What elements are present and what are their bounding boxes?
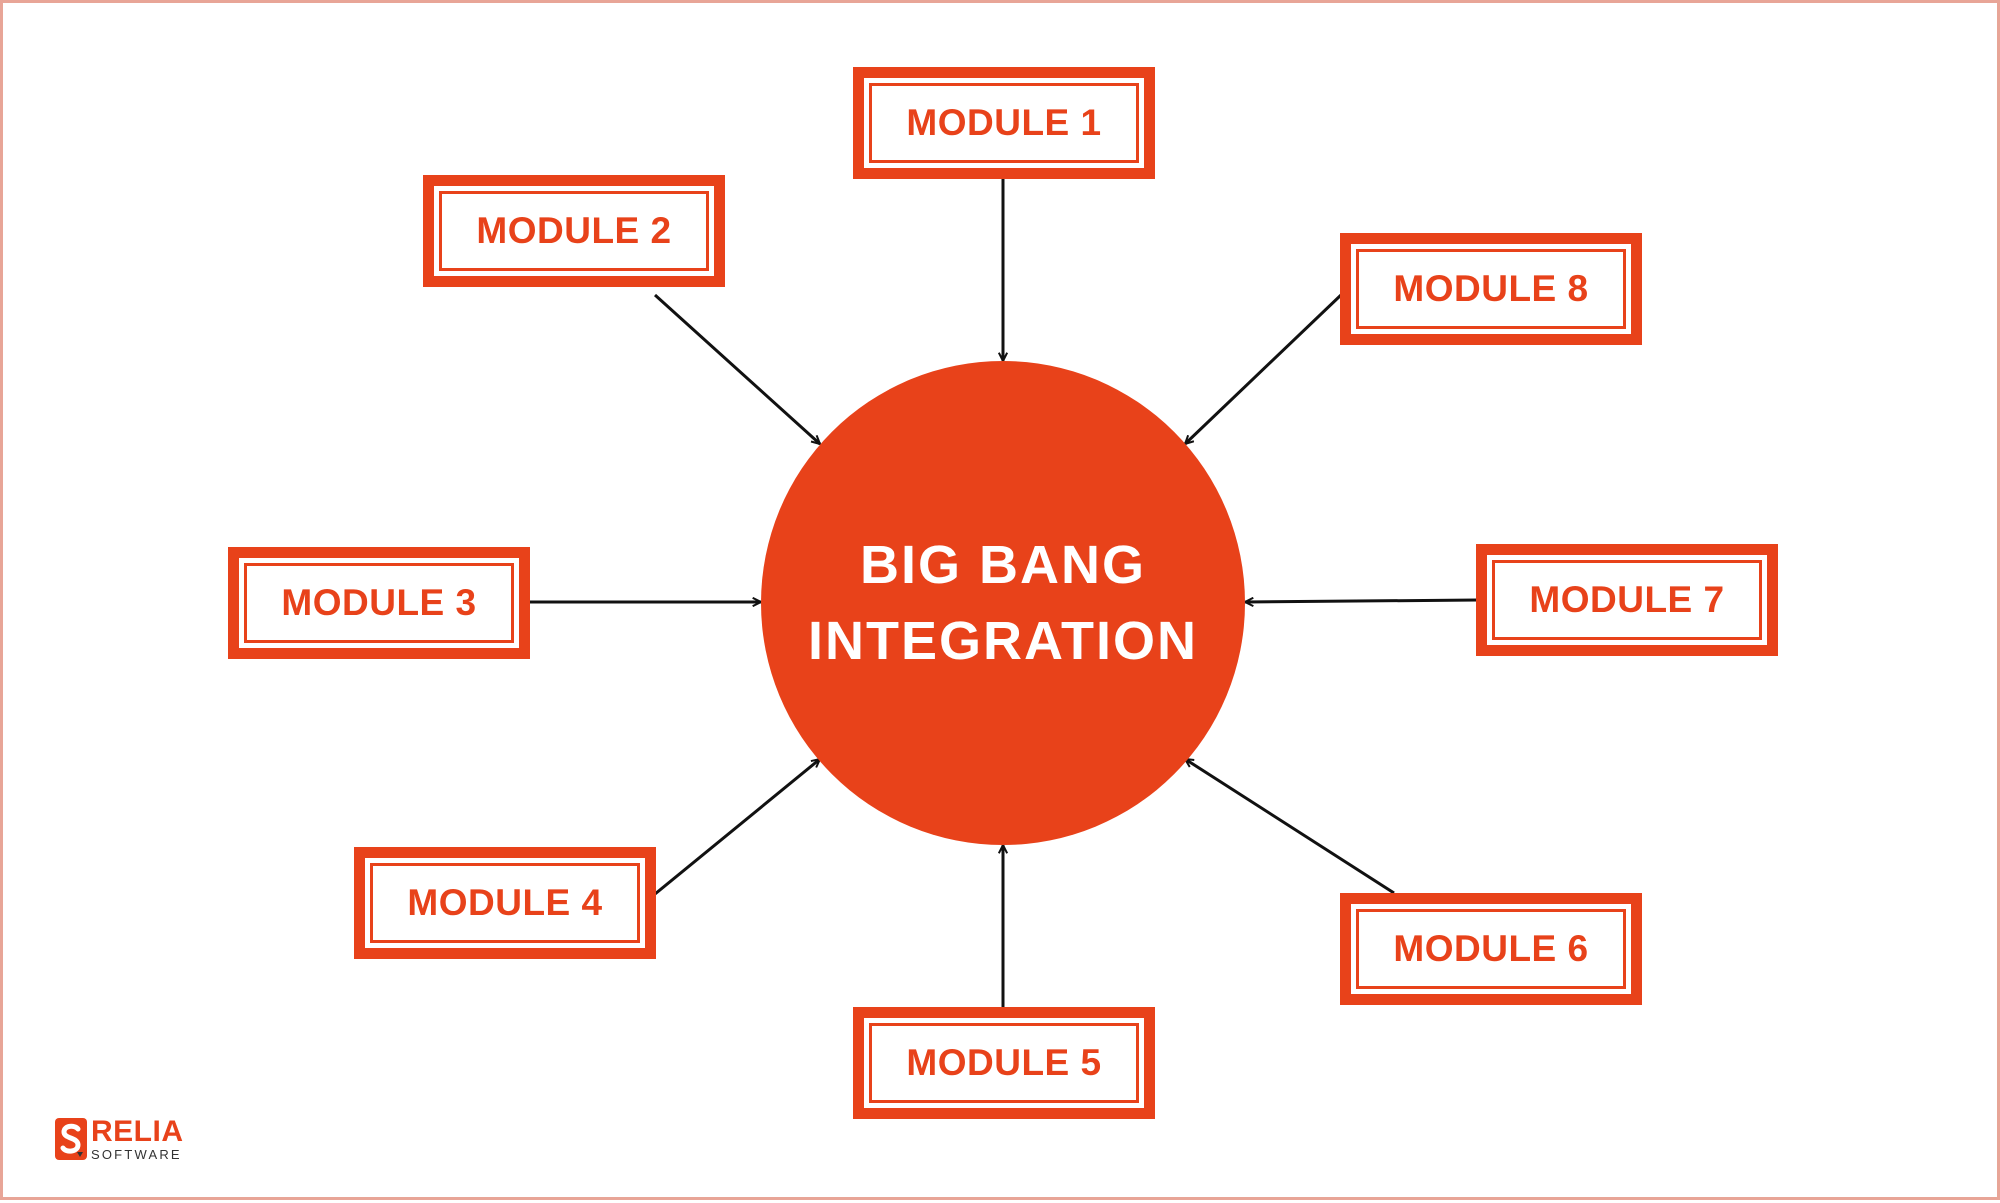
module-4-label: MODULE 4 — [407, 882, 603, 923]
module-2-box: MODULE 2 — [423, 175, 725, 287]
module-7-box: MODULE 7 — [1476, 544, 1778, 656]
module-5-label: MODULE 5 — [906, 1042, 1102, 1083]
connector-arrow-module-4 — [654, 759, 820, 896]
logo-name: RELIA — [91, 1115, 184, 1148]
hub-title-line-2: INTEGRATION — [808, 611, 1198, 671]
logo-subtitle: SOFTWARE — [91, 1147, 182, 1162]
connector-arrow-module-6 — [1185, 757, 1395, 895]
module-3-box: MODULE 3 — [228, 547, 530, 659]
module-2-label: MODULE 2 — [476, 210, 672, 251]
module-1-box: MODULE 1 — [853, 67, 1155, 179]
relia-s-logo-icon — [55, 1118, 87, 1160]
connector-layer — [530, 179, 1479, 1007]
connector-arrow-module-8 — [1185, 293, 1343, 444]
module-6-label: MODULE 6 — [1393, 928, 1589, 969]
module-5-box: MODULE 5 — [853, 1007, 1155, 1119]
module-1-label: MODULE 1 — [906, 102, 1102, 143]
big-bang-integration-hub: BIG BANG INTEGRATION — [761, 361, 1245, 845]
hub-title-line-1: BIG BANG — [860, 535, 1146, 595]
module-3-label: MODULE 3 — [281, 582, 477, 623]
module-6-box: MODULE 6 — [1340, 893, 1642, 1005]
connector-arrow-module-7 — [1245, 600, 1479, 602]
module-4-box: MODULE 4 — [354, 847, 656, 959]
relia-software-logo: RELIA SOFTWARE — [55, 1117, 184, 1161]
module-8-box: MODULE 8 — [1340, 233, 1642, 345]
module-8-label: MODULE 8 — [1393, 268, 1589, 309]
connector-arrow-module-2 — [653, 293, 820, 444]
module-7-label: MODULE 7 — [1529, 579, 1725, 620]
logo-wordmark: RELIA SOFTWARE — [91, 1115, 184, 1162]
